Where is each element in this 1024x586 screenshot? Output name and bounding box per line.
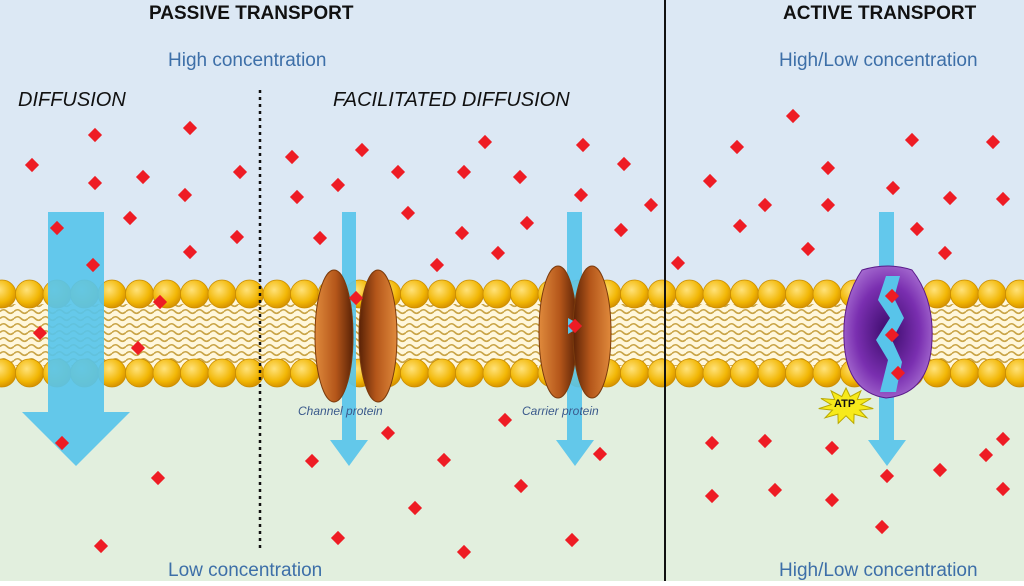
phospholipid-head (786, 280, 814, 308)
carrier-protein-label: Carrier protein (522, 404, 599, 418)
atp-label: ATP (834, 398, 855, 410)
phospholipid-head (16, 359, 44, 387)
phospholipid-head (786, 359, 814, 387)
channel-protein-left-lobe (315, 270, 353, 402)
phospholipid-head (676, 280, 704, 308)
phospholipid-head (511, 359, 539, 387)
phospholipid-head (758, 359, 786, 387)
phospholipid-head (731, 280, 759, 308)
phospholipid-head (263, 280, 291, 308)
phospholipid-head (703, 280, 731, 308)
phospholipid-head (483, 280, 511, 308)
passive-transport-title: PASSIVE TRANSPORT (149, 3, 353, 25)
phospholipid-head (483, 359, 511, 387)
phospholipid-head (16, 280, 44, 308)
phospholipid-head (621, 280, 649, 308)
active-transport-title: ACTIVE TRANSPORT (783, 3, 976, 25)
phospholipid-head (731, 359, 759, 387)
carrier-protein-right-lobe (573, 266, 611, 398)
phospholipid-head (511, 280, 539, 308)
phospholipid-head (456, 280, 484, 308)
phospholipid-head (951, 359, 979, 387)
phospholipid-head (978, 359, 1006, 387)
extracellular-fluid (0, 0, 1024, 300)
phospholipid-head (428, 359, 456, 387)
phospholipid-head (758, 280, 786, 308)
phospholipid-head (951, 280, 979, 308)
phospholipid-head (208, 280, 236, 308)
high-concentration-label: High concentration (168, 50, 326, 72)
diffusion-label: DIFFUSION (18, 89, 126, 112)
phospholipid-head (813, 359, 841, 387)
phospholipid-head (621, 359, 649, 387)
phospholipid-head (456, 359, 484, 387)
facilitated-diffusion-label: FACILITATED DIFFUSION (333, 89, 570, 112)
phospholipid-head (648, 359, 676, 387)
active-top-concentration-label: High/Low concentration (779, 50, 978, 72)
phospholipid-head (676, 359, 704, 387)
phospholipid-head (401, 359, 429, 387)
phospholipid-head (401, 280, 429, 308)
channel-protein-right-lobe (359, 270, 397, 402)
phospholipid-head (208, 359, 236, 387)
channel-protein-label: Channel protein (298, 404, 383, 418)
phospholipid-head (181, 359, 209, 387)
phospholipid-head (978, 280, 1006, 308)
phospholipid-head (263, 359, 291, 387)
phospholipid-head (126, 280, 154, 308)
phospholipid-head (291, 280, 319, 308)
phospholipid-head (153, 359, 181, 387)
active-bottom-concentration-label: High/Low concentration (779, 560, 978, 582)
phospholipid-head (181, 280, 209, 308)
phospholipid-head (813, 280, 841, 308)
phospholipid-head (126, 359, 154, 387)
phospholipid-head (291, 359, 319, 387)
phospholipid-head (703, 359, 731, 387)
phospholipid-head (428, 280, 456, 308)
low-concentration-label: Low concentration (168, 560, 322, 582)
phospholipid-head (648, 280, 676, 308)
